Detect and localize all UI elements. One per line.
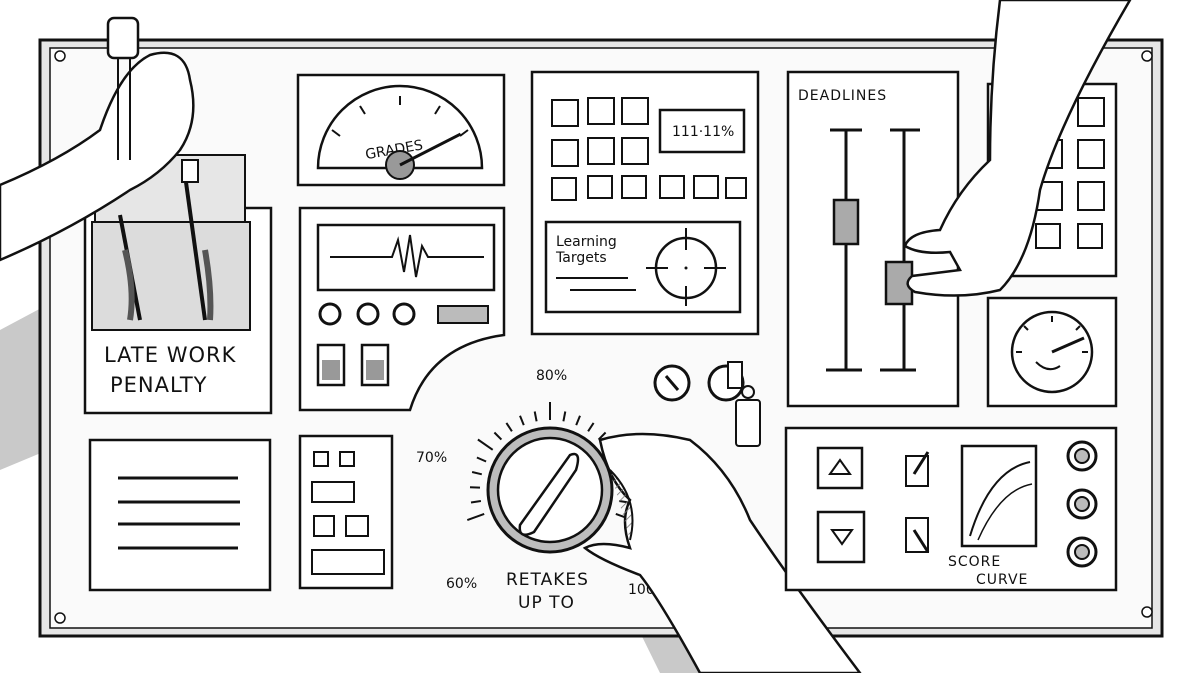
up-arrow-icon <box>828 458 852 475</box>
grid-button <box>693 175 719 199</box>
left-hand <box>0 16 195 262</box>
grid-button <box>587 137 615 165</box>
knob-icon[interactable] <box>356 302 380 326</box>
down-arrow-icon <box>830 529 854 546</box>
grid-button <box>621 175 647 199</box>
dial-tick <box>597 431 607 441</box>
screw-icon <box>54 612 66 624</box>
dial-tick <box>477 438 494 451</box>
targets-label: Targets <box>555 250 607 266</box>
knob-icon[interactable] <box>318 302 342 326</box>
grid-button <box>587 97 615 125</box>
lines-module <box>88 438 272 592</box>
dial-tick <box>587 422 595 432</box>
learning-label: Learning <box>556 234 617 250</box>
screw-icon <box>1141 606 1153 618</box>
key-switches <box>653 361 761 447</box>
up-to-label: UP TO <box>518 593 575 613</box>
dial-tick <box>562 411 567 422</box>
dial-tick <box>519 415 525 426</box>
grades-gauge: GRADES <box>296 73 506 187</box>
retake-mark-70: 70% <box>416 450 447 466</box>
learning-targets-module: Learning Targets <box>544 220 742 314</box>
waveform-module <box>298 206 506 412</box>
dial-tick <box>575 415 581 426</box>
penalty-label: PENALTY <box>110 373 207 397</box>
key-icon <box>727 361 743 389</box>
grid-button <box>551 99 579 127</box>
deadlines-label: DEADLINES <box>798 88 887 104</box>
curve-graph <box>960 444 1038 548</box>
grid-button <box>725 177 747 199</box>
dial-tick <box>493 431 503 441</box>
grid-button <box>587 175 613 199</box>
small-buttons-module <box>298 434 394 590</box>
screw-icon <box>1141 50 1153 62</box>
grid-button <box>659 175 685 199</box>
target-icon <box>646 228 726 306</box>
retake-mark-80: 80% <box>536 368 567 384</box>
right-hand <box>903 0 1132 297</box>
dial-tick <box>470 500 482 504</box>
percent-display: 111·11% <box>672 124 734 140</box>
dial-tick <box>505 422 513 432</box>
screw-icon <box>54 50 66 62</box>
dial-tick <box>476 456 487 463</box>
dial-knob[interactable] <box>518 452 580 537</box>
retakes-dial: 80% 70% 60% 100% RETAKES UP TO <box>416 368 668 613</box>
late-work-label: LATE WORK <box>104 343 237 367</box>
knob-icon[interactable] <box>1066 440 1098 472</box>
dial-hand <box>582 432 862 673</box>
score-curve-module: SCORE CURVE <box>784 426 1118 592</box>
dial-tick <box>471 471 483 476</box>
clock-gauge <box>986 296 1118 408</box>
deadline-slider-handle[interactable] <box>832 198 860 246</box>
curve-label: CURVE <box>976 572 1028 588</box>
knob-icon[interactable] <box>392 302 416 326</box>
knob-icon[interactable] <box>1066 536 1098 568</box>
grades-needle <box>399 132 462 167</box>
retake-mark-60: 60% <box>446 576 477 592</box>
score-label: SCORE <box>948 554 1001 570</box>
grid-button <box>621 97 649 125</box>
dial-tick <box>466 512 485 522</box>
knob-icon[interactable] <box>1066 488 1098 520</box>
grid-button <box>621 137 649 165</box>
grid-button <box>551 177 577 201</box>
dial-tick <box>533 411 538 422</box>
grid-button <box>551 139 579 167</box>
retakes-label: RETAKES <box>506 570 589 590</box>
